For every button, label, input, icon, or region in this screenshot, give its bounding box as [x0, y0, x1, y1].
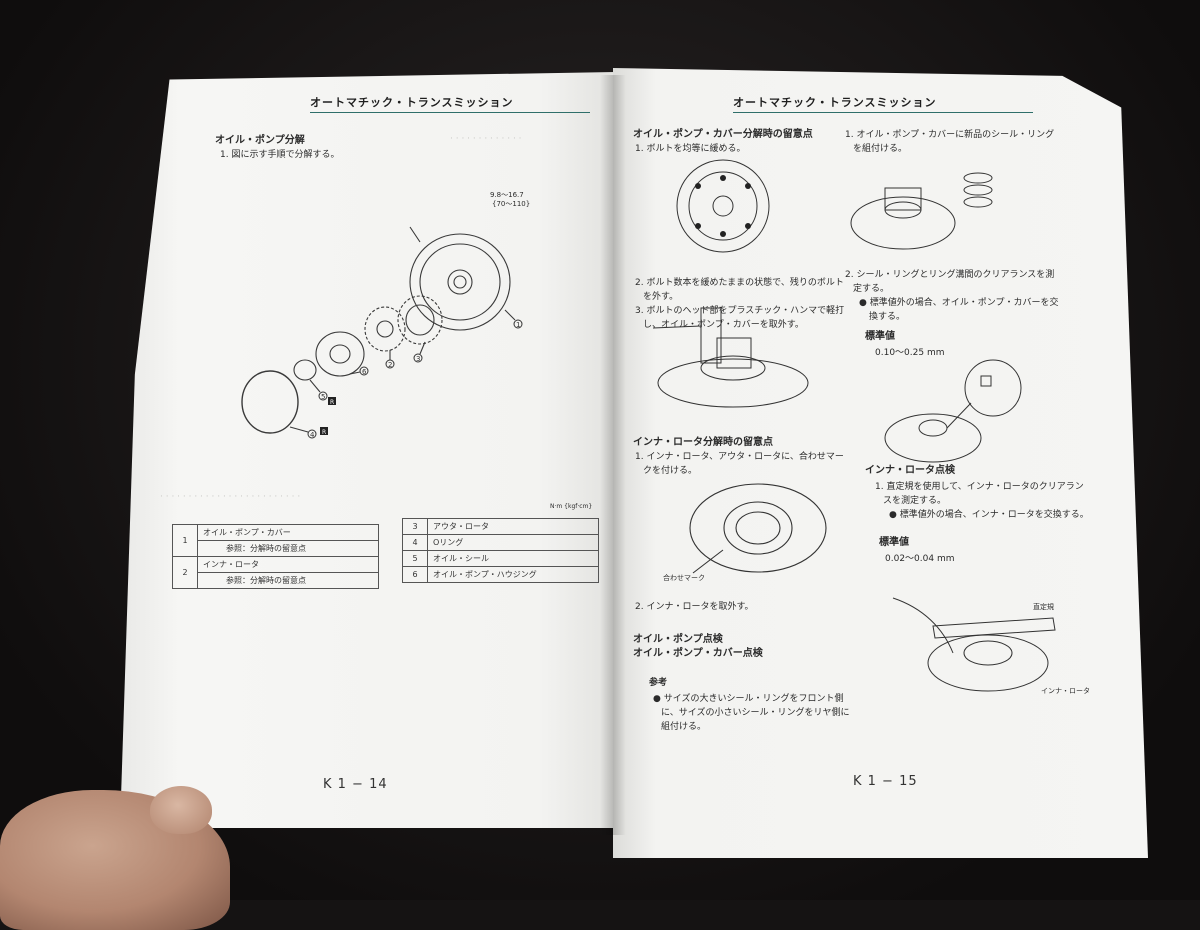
cover-step-2a: 2. ボルト数本を緩めたままの状態で、残りのボルト: [635, 278, 844, 288]
straightedge-diagram: [892, 597, 1056, 692]
svg-text:3: 3: [416, 355, 420, 363]
svg-text:1: 1: [516, 321, 520, 329]
part-number: 5: [402, 550, 428, 567]
straightedge-label: 直定規: [1033, 603, 1054, 611]
title-inner-rotor-inspection: インナ・ロータ点検: [865, 465, 955, 476]
seal-step-1b: を組付ける。: [853, 144, 908, 154]
badge-r: R: [330, 399, 334, 406]
right-page-header: オートマチック・トランスミッション: [733, 94, 1033, 113]
table-row: 参照：分解時の留意点: [173, 572, 379, 589]
standard-value-2: 0.02〜0.04 mm: [885, 554, 955, 564]
thumb: [150, 786, 212, 834]
cover-step-1: 1. ボルトを均等に緩める。: [635, 144, 746, 154]
inner-step-1c: ● 標準値外の場合、インナ・ロータを交換する。: [889, 510, 1089, 520]
title-inner-rotor-disassembly: インナ・ロータ分解時の留意点: [633, 437, 773, 448]
left-page-number: K 1 − 14: [323, 777, 388, 792]
reference-line-3: 組付ける。: [661, 722, 707, 732]
left-page-header: オートマチック・トランスミッション: [310, 94, 590, 113]
title-cover-inspection: オイル・ポンプ・カバー点検: [633, 648, 763, 659]
part-number: 2: [172, 556, 198, 589]
part-name: オイル・シール: [427, 550, 599, 567]
inner-rotor-label: インナ・ロータ: [1041, 687, 1090, 695]
part-number: 6: [402, 566, 428, 583]
clearance-step-2d: 換する。: [869, 312, 906, 322]
cover-step-3b: し、オイル・ポンプ・カバーを取外す。: [643, 320, 804, 330]
inner-step-1a: 1. 直定規を使用して、インナ・ロータのクリアラン: [875, 482, 1084, 492]
reference-line-1: ● サイズの大きいシール・リングをフロント側: [653, 694, 844, 704]
clearance-step-2c: ● 標準値外の場合、オイル・ポンプ・カバーを交: [859, 298, 1059, 308]
reference-line-2: に、サイズの小さいシール・リングをリヤ側に: [661, 708, 850, 718]
clearance-step-2a: 2. シール・リングとリング溝間のクリアランスを測: [845, 270, 1055, 280]
cover-step-3a: 3. ボルトのヘッド部をプラスチック・ハンマで軽打: [635, 306, 845, 316]
rotor-step-2: 2. インナ・ロータを取外す。: [635, 602, 754, 612]
part-name: インナ・ロータ: [197, 556, 379, 573]
hammer-diagram: [652, 307, 809, 408]
left-step-1: 1. 図に示す手順で分解する。: [220, 150, 340, 160]
oil-pump-exploded-diagram: 1 3 2 6 5 4 R R: [241, 226, 523, 439]
part-name: Oリング: [427, 534, 599, 551]
part-name: アウタ・ロータ: [427, 518, 599, 535]
torque-sub-label: {70〜110}: [492, 200, 531, 208]
reference-title: 参考: [649, 678, 668, 688]
svg-text:2: 2: [388, 361, 392, 369]
clearance-step-2b: 定する。: [853, 284, 890, 294]
right-page-number: K 1 − 15: [853, 774, 918, 789]
torque-label: 9.8〜16.7: [490, 191, 524, 199]
book-spine-shadow: [600, 75, 626, 835]
clearance-diagram: [884, 359, 1022, 463]
seal-step-1a: 1. オイル・ポンプ・カバーに新品のシール・リング: [845, 130, 1055, 140]
table-row: 参照：分解時の留意点: [173, 540, 379, 557]
standard-label: 標準値: [865, 331, 895, 342]
part-number: 4: [402, 534, 428, 551]
rotor-step-1b: クを付ける。: [643, 466, 698, 476]
parts-table-left: 1 オイル・ポンプ・カバー 参照：分解時の留意点 2 インナ・ロータ 参照：分解…: [172, 524, 379, 589]
part-name: オイル・ポンプ・ハウジング: [427, 566, 599, 583]
seal-ring-diagram: [850, 172, 993, 250]
title-cover-disassembly: オイル・ポンプ・カバー分解時の留意点: [633, 129, 813, 140]
mating-mark-diagram: [689, 483, 827, 574]
standard-value: 0.10〜0.25 mm: [875, 348, 945, 358]
table-row: 2 インナ・ロータ: [172, 556, 379, 589]
right-page: オートマチック・トランスミッション オイル・ポンプ・カバー分解時の留意点 1. …: [613, 68, 1148, 858]
svg-text:6: 6: [362, 368, 367, 376]
cover-step-2b: を外す。: [643, 292, 679, 302]
table-row: 1 オイル・ポンプ・カバー: [172, 524, 379, 557]
left-page: オートマチック・トランスミッション オイル・ポンプ分解 1. 図に示す手順で分解…: [120, 72, 615, 828]
svg-text:5: 5: [321, 393, 325, 401]
left-section-title: オイル・ポンプ分解: [215, 135, 305, 146]
part-number: 1: [172, 524, 198, 557]
part-reference: 参照：分解時の留意点: [197, 572, 379, 589]
badge-r: R: [322, 429, 326, 436]
part-name: オイル・ポンプ・カバー: [197, 524, 379, 541]
rotor-step-1a: 1. インナ・ロータ、アウタ・ロータに、合わせマー: [635, 452, 844, 462]
title-pump-inspection: オイル・ポンプ点検: [633, 634, 723, 645]
cover-bolt-diagram: [676, 159, 770, 253]
svg-text:4: 4: [310, 431, 315, 439]
standard-label-2: 標準値: [879, 537, 909, 548]
part-number: 3: [402, 518, 428, 535]
bleed-through-text: · · · · · · · · · · · · ·: [450, 134, 522, 144]
inner-step-1b: スを測定する。: [883, 496, 947, 506]
bleed-through-text: · · · · · · · · · · · · · · · · · · · · …: [160, 492, 301, 502]
unit-label: N·m {kgf·cm}: [550, 503, 593, 510]
mating-mark-label: 合わせマーク: [663, 574, 705, 582]
part-reference: 参照：分解時の留意点: [197, 540, 379, 557]
